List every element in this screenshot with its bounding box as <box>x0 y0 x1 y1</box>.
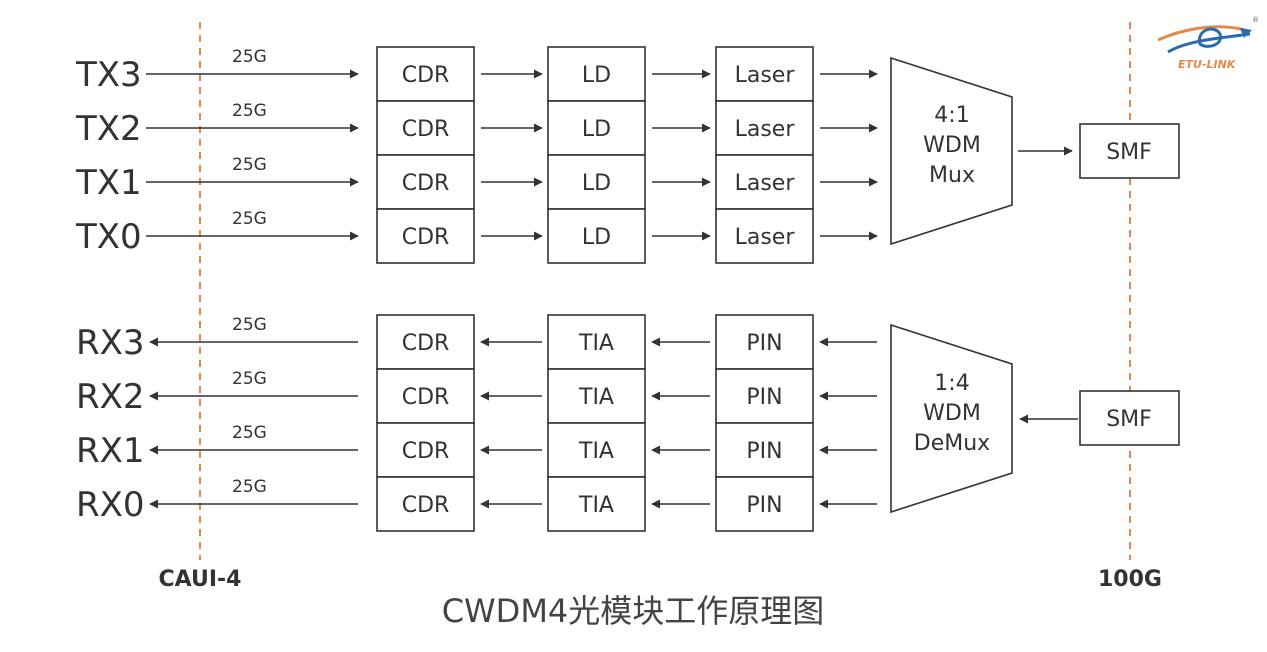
tx-smf: SMF <box>1079 123 1180 179</box>
wdm-demux: 1:4 WDM DeMux <box>890 323 1013 514</box>
rx-lane-label: RX3 <box>76 323 145 363</box>
tx-lane-label: TX3 <box>75 55 142 95</box>
rx-lane-label: RX1 <box>76 431 145 471</box>
rx-lane-rx1: RX1 25G CDR TIA PIN <box>76 422 877 478</box>
rx-lane-label: RX2 <box>76 377 145 417</box>
mux-shape <box>890 56 1013 246</box>
tx-smf-label: SMF <box>1106 140 1152 165</box>
tx-rate-label: 25G <box>232 47 267 67</box>
tx-lane-tx2: TX2 25G CDR LD Laser <box>75 100 878 156</box>
tx-laser-label: Laser <box>735 225 796 250</box>
rx-pin-box <box>715 476 814 532</box>
diagram-caption: CWDM4光模块工作原理图 <box>442 592 825 630</box>
rx-tia-label: TIA <box>578 493 614 518</box>
tx-cdr-label: CDR <box>402 225 450 250</box>
rx-tia-label: TIA <box>578 331 614 356</box>
tx-cdr-label: CDR <box>402 171 450 196</box>
rx-rate-label: 25G <box>232 477 267 497</box>
rx-lane-rx0: RX0 25G CDR TIA PIN <box>76 476 877 532</box>
tx-rate-label: 25G <box>232 209 267 229</box>
demux-label-line-3: DeMux <box>914 431 990 456</box>
rx-rate-label: 25G <box>232 369 267 389</box>
tx-laser-label: Laser <box>735 117 796 142</box>
tx-ld-label: LD <box>582 171 611 196</box>
tx-ld-box <box>547 208 646 264</box>
tx-cdr-box <box>376 154 475 210</box>
rx-cdr-label: CDR <box>402 331 450 356</box>
rx-rate-label: 25G <box>232 315 267 335</box>
tx-lane-label: TX1 <box>75 163 142 203</box>
rx-pin-label: PIN <box>746 439 782 464</box>
etu-link-logo: ETU-LINK ® <box>1157 16 1259 71</box>
rx-smf: SMF <box>1079 390 1180 446</box>
demux-label-line-1: 1:4 <box>934 371 969 396</box>
tx-ld-box <box>547 100 646 156</box>
tx-lane-tx0: TX0 25G CDR LD Laser <box>75 208 878 264</box>
rx-tia-label: TIA <box>578 439 614 464</box>
tx-ld-label: LD <box>582 117 611 142</box>
tx-cdr-box <box>376 208 475 264</box>
rx-pin-label: PIN <box>746 493 782 518</box>
rx-lane-rx2: RX2 25G CDR TIA PIN <box>76 368 877 424</box>
rx-tia-box <box>547 476 646 532</box>
logo-swoosh-blue <box>1167 32 1251 54</box>
demux-label-line-2: WDM <box>923 401 981 426</box>
rx-cdr-box <box>376 422 475 478</box>
rx-pin-box <box>715 422 814 478</box>
rx-rate-label: 25G <box>232 423 267 443</box>
tx-lane-label: TX0 <box>75 217 142 257</box>
tx-ld-label: LD <box>582 63 611 88</box>
rx-cdr-box <box>376 476 475 532</box>
rx-tia-label: TIA <box>578 385 614 410</box>
demux-shape <box>890 323 1013 514</box>
logo-swoosh-orange <box>1157 25 1246 42</box>
tx-cdr-label: CDR <box>402 63 450 88</box>
tx-smf-box <box>1079 123 1180 179</box>
tx-laser-label: Laser <box>735 63 796 88</box>
tx-cdr-label: CDR <box>402 117 450 142</box>
rx-cdr-box <box>376 368 475 424</box>
tx-laser-box <box>715 208 814 264</box>
rx-tia-box <box>547 422 646 478</box>
mux-label-line-3: Mux <box>929 163 975 188</box>
tx-rate-label: 25G <box>232 101 267 121</box>
rx-cdr-label: CDR <box>402 493 450 518</box>
mux-label-line-1: 4:1 <box>934 103 969 128</box>
tx-lane-tx1: TX1 25G CDR LD Laser <box>75 154 878 210</box>
rx-cdr-label: CDR <box>402 385 450 410</box>
tx-laser-label: Laser <box>735 171 796 196</box>
rx-smf-label: SMF <box>1106 407 1152 432</box>
rx-cdr-box <box>376 314 475 370</box>
tx-lane-tx3: TX3 25G CDR LD Laser <box>75 46 878 102</box>
rx-smf-box <box>1079 390 1180 446</box>
rx-lane-rx3: RX3 25G CDR TIA PIN <box>76 314 877 370</box>
rx-lane-label: RX0 <box>76 485 145 525</box>
rx-pin-label: PIN <box>746 385 782 410</box>
rx-pin-box <box>715 314 814 370</box>
rx-tia-box <box>547 368 646 424</box>
logo-text: ETU-LINK <box>1178 58 1237 71</box>
rx-pin-box <box>715 368 814 424</box>
logo-trademark: ® <box>1252 16 1259 24</box>
100g-label: 100G <box>1098 567 1162 592</box>
mux-label-line-2: WDM <box>923 133 981 158</box>
wdm-mux: 4:1 WDM Mux <box>890 56 1013 246</box>
caui-4-label: CAUI-4 <box>159 567 242 592</box>
tx-ld-label: LD <box>582 225 611 250</box>
tx-lane-label: TX2 <box>75 109 142 149</box>
tx-rate-label: 25G <box>232 155 267 175</box>
rx-pin-label: PIN <box>746 331 782 356</box>
tx-cdr-box <box>376 46 475 102</box>
receive-section: RX3 25G CDR TIA PIN RX2 25G CDR TIA PIN RX1 25G CDR T… <box>76 314 877 532</box>
logo-arrowhead <box>1240 28 1252 38</box>
rx-cdr-label: CDR <box>402 439 450 464</box>
logo-e-mark <box>1197 27 1223 48</box>
